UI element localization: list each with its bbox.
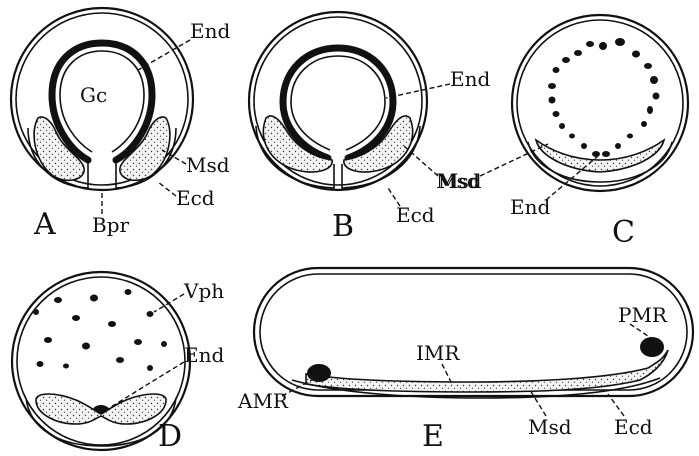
mesoderm-c <box>536 140 664 172</box>
endoderm-inner-b <box>291 56 385 150</box>
label-ecd-b: Ecd <box>396 203 435 227</box>
panel-letter-a: A <box>33 207 56 242</box>
leader-ecd-a <box>158 182 176 196</box>
leader-vph-d <box>154 294 184 312</box>
label-ecd-e: Ecd <box>614 415 653 439</box>
label-vph-d: Vph <box>183 279 224 303</box>
label-msd-e: Msd <box>528 415 572 439</box>
label-ecd-a: Ecd <box>176 186 215 210</box>
leader-msd-e <box>530 390 546 416</box>
leader-msd-b <box>404 146 438 176</box>
panel-a: Gc End Msd Ecd Bpr A <box>11 8 230 242</box>
panel-letter-c: C <box>612 215 635 250</box>
panel-letter-d: D <box>158 419 182 454</box>
label-end-a: End <box>190 19 230 43</box>
label-end-d: End <box>184 343 224 367</box>
label-amr-e: AMR <box>237 389 289 413</box>
pmr-mass-e <box>640 337 664 357</box>
mesoderm-e <box>306 350 668 392</box>
amr-mass-e <box>307 364 331 382</box>
endoderm-fragments-c <box>548 38 660 157</box>
panel-c: Msd End C <box>436 15 688 250</box>
label-pmr-e: PMR <box>618 303 668 327</box>
label-msd-c: Msd <box>436 169 480 193</box>
leader-ecd-b <box>388 188 400 206</box>
leader-imr-e <box>442 364 452 384</box>
panel-d: Vph End D <box>12 272 224 454</box>
egg-outline-b <box>249 12 427 190</box>
label-gc-a: Gc <box>80 83 107 107</box>
label-imr-e: IMR <box>416 341 460 365</box>
panel-e: AMR IMR PMR Msd Ecd E <box>237 268 693 454</box>
leader-ecd-e <box>608 394 624 416</box>
label-end-b: End <box>450 67 490 91</box>
label-bpr-a: Bpr <box>92 213 130 237</box>
panel-b: End Msd Ecd B <box>249 12 490 244</box>
label-end-c: End <box>510 195 550 219</box>
vitellophages-d <box>33 289 167 371</box>
endoderm-cup-b <box>283 48 393 158</box>
panel-letter-b: B <box>332 209 354 244</box>
label-msd-a: Msd <box>186 153 230 177</box>
panel-letter-e: E <box>422 419 444 454</box>
